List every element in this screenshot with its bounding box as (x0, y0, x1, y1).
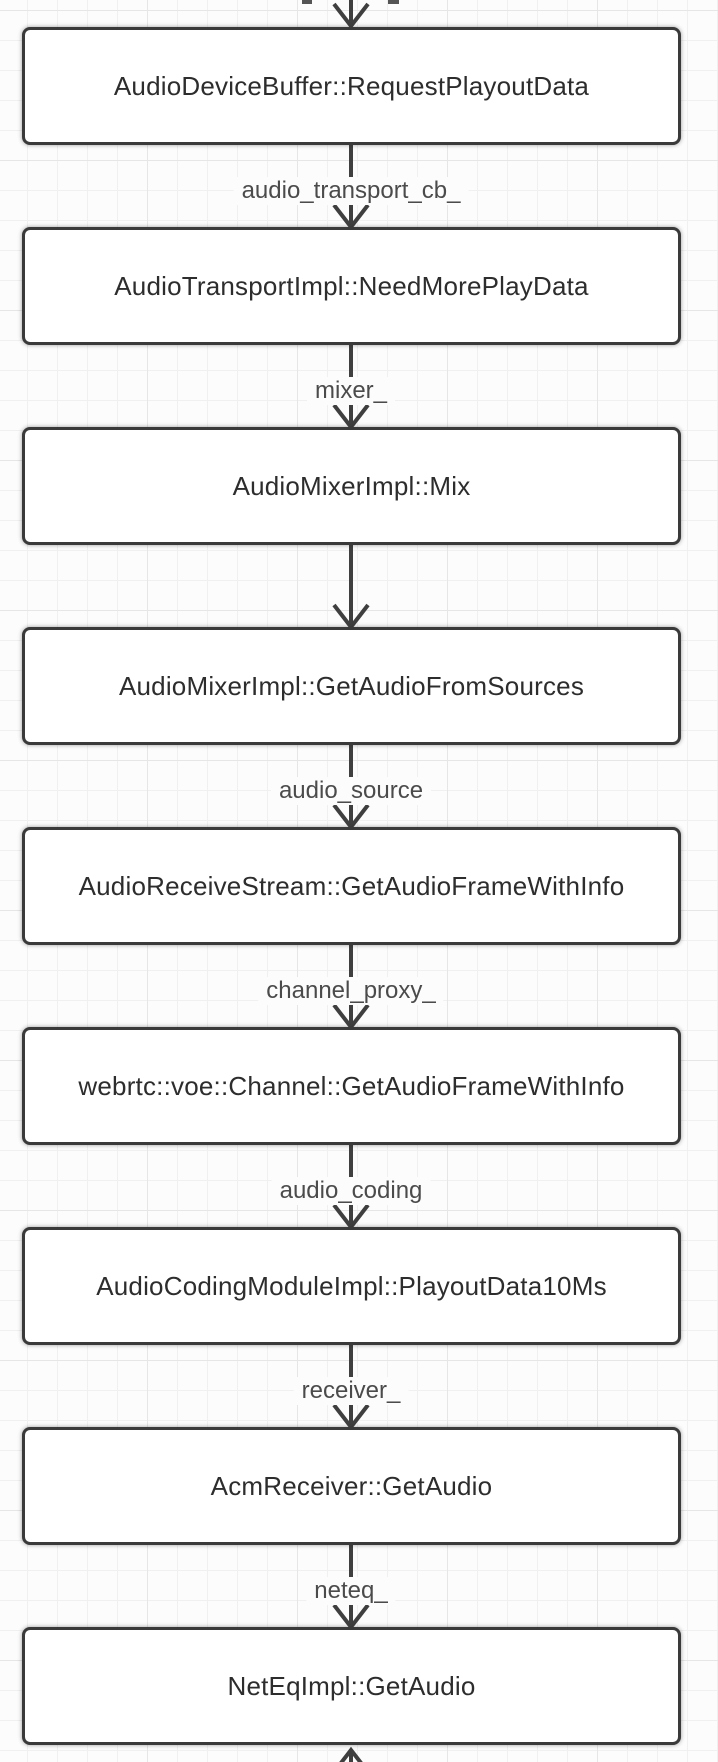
flow-node-acm-receiver-get-audio: AcmReceiver::GetAudio (22, 1427, 681, 1545)
flow-node-label: AudioMixerImpl::GetAudioFromSources (118, 670, 585, 701)
arrowhead-down-icon (332, 2, 370, 30)
edge-label: receiver_ (293, 1377, 409, 1405)
flow-node-label: AcmReceiver::GetAudio (210, 1470, 493, 1501)
flow-node-neteq-impl-get-audio: NetEqImpl::GetAudio (22, 1627, 681, 1745)
flow-node-label: AudioTransportImpl::NeedMorePlayData (114, 270, 589, 301)
flow-node-label: NetEqImpl::GetAudio (227, 1670, 476, 1701)
flow-node-label: AudioCodingModuleImpl::PlayoutData10Ms (96, 1270, 607, 1301)
cut-off-label-remnant (302, 0, 312, 4)
flow-node-label: AudioMixerImpl::Mix (232, 470, 471, 501)
edge-label: audio_coding (271, 1177, 431, 1205)
flow-node-label: AudioReceiveStream::GetAudioFrameWithInf… (78, 870, 625, 901)
flow-node-audio-device-buffer-request-playout-data: AudioDeviceBuffer::RequestPlayoutData (22, 27, 681, 145)
edge-label: neteq_ (306, 1577, 396, 1605)
cut-off-label-remnant (388, 0, 399, 4)
edge-label: audio_transport_cb_ (233, 177, 469, 205)
flow-node-audio-mixer-impl-mix: AudioMixerImpl::Mix (22, 427, 681, 545)
edge-label: mixer_ (306, 377, 396, 405)
flow-node-label: AudioDeviceBuffer::RequestPlayoutData (113, 70, 590, 101)
flow-node-audio-coding-module-impl-playout-data-10ms: AudioCodingModuleImpl::PlayoutData10Ms (22, 1227, 681, 1345)
edge-label: audio_source (270, 777, 432, 805)
flow-node-audio-mixer-impl-get-audio-from-sources: AudioMixerImpl::GetAudioFromSources (22, 627, 681, 745)
flow-node-webrtc-voe-channel-get-audio-frame-with-info: webrtc::voe::Channel::GetAudioFrameWithI… (22, 1027, 681, 1145)
flow-node-audio-receive-stream-get-audio-frame-with-info: AudioReceiveStream::GetAudioFrameWithInf… (22, 827, 681, 945)
edge-label: channel_proxy_ (258, 977, 444, 1005)
flow-node-audio-transport-impl-need-more-play-data: AudioTransportImpl::NeedMorePlayData (22, 227, 681, 345)
flow-node-label: webrtc::voe::Channel::GetAudioFrameWithI… (78, 1070, 625, 1101)
